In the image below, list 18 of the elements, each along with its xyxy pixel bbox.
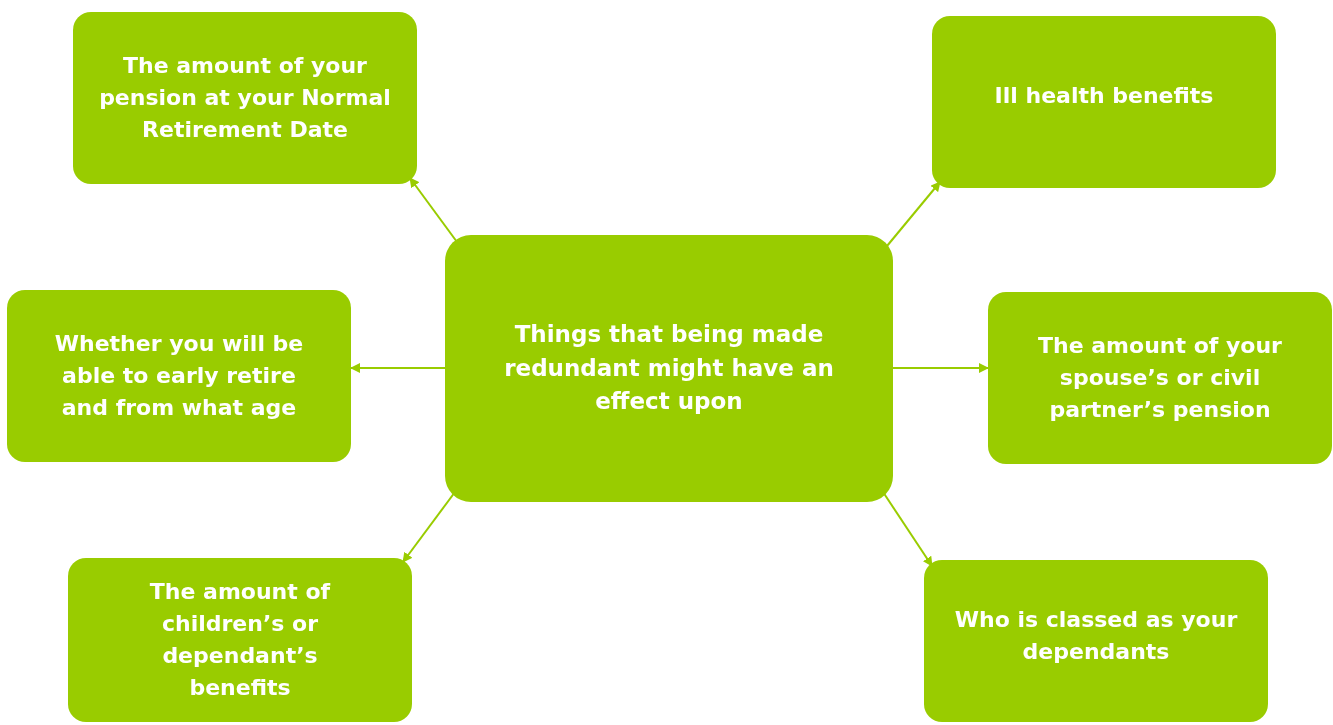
box-label: Who is classed as your dependants (953, 606, 1239, 666)
box-label: Ill health benefits (994, 82, 1214, 110)
arrow (409, 177, 458, 243)
topic-box (73, 12, 417, 184)
arrow (892, 363, 989, 373)
box-label: Things that being made redundant might have an effect upon (503, 320, 835, 417)
topic-box (68, 558, 412, 722)
arrow (886, 181, 941, 247)
topic-box (988, 292, 1332, 464)
box-label: The amount of your pension at your Normal Retirement Date (99, 52, 391, 144)
box-label: The amount of children’s or dependant’s benefits (148, 578, 332, 702)
topic-box (7, 290, 351, 462)
topic-box (932, 16, 1276, 188)
box-label: The amount of your spouse’s or civil partner’s pension (1037, 332, 1283, 424)
box-label: Whether you will be able to early retire and from what age (53, 330, 305, 422)
arrow (350, 363, 446, 373)
central-topic-box (445, 235, 893, 502)
topic-box (924, 560, 1268, 722)
